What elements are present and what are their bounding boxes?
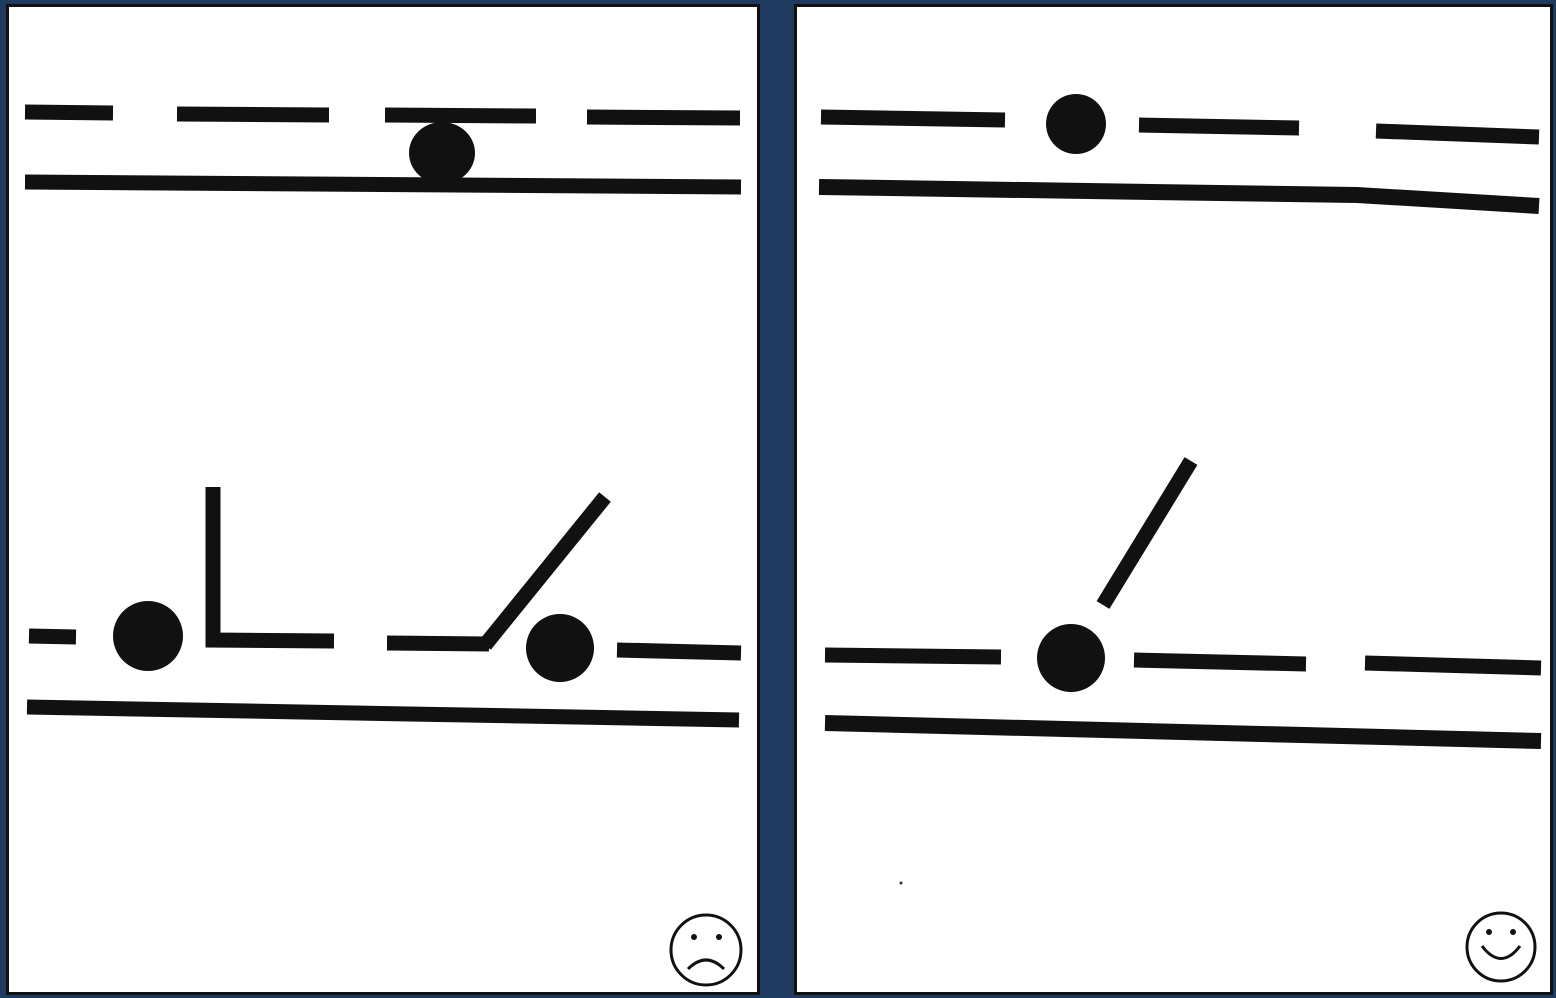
sad-face-icon	[671, 915, 741, 985]
tilted-stick	[1103, 461, 1191, 605]
ball-bottom	[1037, 624, 1105, 692]
happy-face-icon	[1467, 913, 1535, 981]
ball-right	[526, 614, 594, 682]
panel-left-drawing	[9, 7, 763, 998]
solid-edge-top	[819, 187, 1539, 206]
ball-top	[1046, 94, 1106, 154]
speck	[900, 882, 903, 885]
panel-right-drawing	[797, 7, 1556, 998]
l-shaped-bar	[213, 487, 334, 641]
solid-edge-bottom	[825, 723, 1541, 741]
dashed-lane-bottom	[825, 655, 1541, 668]
solid-edge-top	[25, 182, 741, 187]
dashed-lane-top	[821, 117, 1539, 137]
panel-right	[794, 4, 1553, 995]
dashed-lane-top	[25, 112, 740, 118]
ball-on-line	[409, 122, 475, 184]
ball-left	[113, 601, 183, 671]
panel-left	[6, 4, 760, 995]
solid-edge-bottom	[27, 707, 739, 720]
